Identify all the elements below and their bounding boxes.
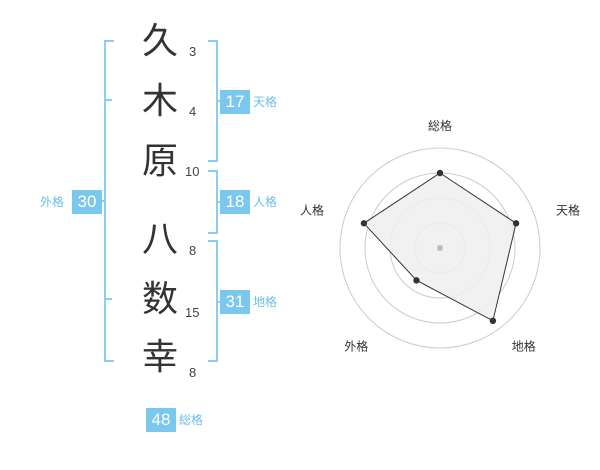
gaikaku-inner-tick-top (106, 99, 112, 101)
name-char-1: 久 (141, 21, 178, 62)
radar-axis-label-4: 外格 (344, 339, 368, 354)
radar-center-dot (437, 245, 443, 251)
radar-axis-label-3: 地格 (512, 339, 536, 354)
radar-ring-4 (339, 147, 541, 349)
radar-point-4 (413, 277, 420, 284)
stroke-count-3: 10 (185, 164, 200, 179)
stroke-count-4: 8 (189, 243, 197, 258)
name-char-2: 木 (141, 81, 178, 122)
name-char-5: 数 (141, 279, 178, 320)
jinkaku-label: 人格 (253, 195, 278, 209)
radar-axis-label-2: 天格 (556, 202, 580, 217)
tenkaku-value-badge: 17 (220, 90, 250, 114)
soukaku-label: 総格 (179, 413, 204, 427)
gaikaku-value-badge: 30 (72, 190, 102, 214)
stroke-count-5: 15 (185, 305, 200, 320)
chikaku-tick (216, 301, 222, 303)
radar-axis-label-5: 人格 (300, 202, 324, 217)
radar-point-2 (512, 220, 520, 227)
radar-point-3 (489, 317, 497, 325)
name-char-4: 八 (141, 219, 178, 260)
jinkaku-value-badge: 18 (220, 190, 250, 214)
gaikaku-label: 外格 (40, 195, 65, 209)
name-char-6: 幸 (141, 337, 178, 378)
chikaku-value-badge: 31 (220, 290, 250, 314)
radar-axis-label-1: 総格 (428, 118, 452, 133)
jinkaku-tick (216, 201, 222, 203)
stroke-count-2: 4 (189, 104, 197, 119)
radar-point-1 (436, 169, 444, 177)
radar-point-5 (360, 220, 368, 227)
stroke-count-1: 3 (189, 44, 197, 59)
stroke-count-6: 8 (189, 365, 197, 380)
tenkaku-label: 天格 (253, 95, 278, 109)
gaikaku-inner-tick-bottom (106, 298, 112, 300)
chikaku-label: 地格 (253, 295, 278, 309)
name-char-3: 原 (141, 141, 178, 182)
gaikaku-bracket (104, 40, 114, 362)
soukaku-value-badge: 48 (146, 408, 176, 432)
tenkaku-tick (216, 100, 222, 102)
